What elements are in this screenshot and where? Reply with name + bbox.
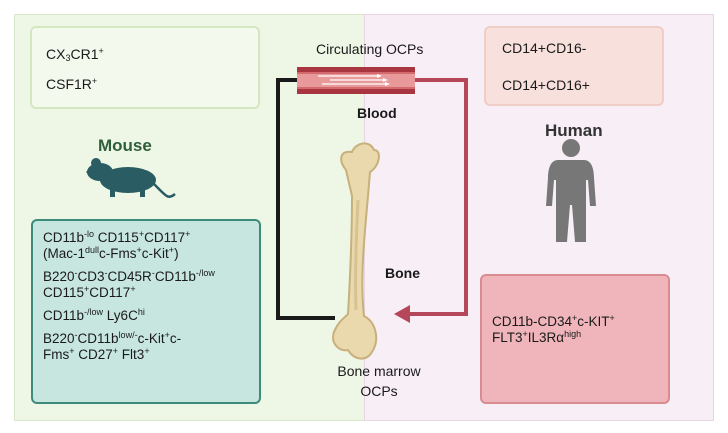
human-icon xyxy=(546,139,596,242)
mouse-marker-box: CX3CR1+ CSF1R+ xyxy=(30,26,260,109)
human-bone-marrow-marker-box: CD11b-CD34+c-KIT+ FLT3+IL3Rαhigh xyxy=(480,274,670,404)
black-arrow-line xyxy=(276,78,335,320)
human-bm-marker: CD11b-CD34+c-KIT+ FLT3+IL3Rαhigh xyxy=(492,313,615,346)
bone-label: Bone xyxy=(385,265,420,281)
mouse-bone-marrow-marker-box: CD11b-lo CD115+CD117+ (Mac-1dullc-Fms+c-… xyxy=(31,219,261,404)
blood-label: Blood xyxy=(357,105,397,121)
blood-vessel-icon xyxy=(297,67,415,94)
human-marker-1: CD14+CD16- xyxy=(502,40,587,56)
bone-icon xyxy=(332,142,380,360)
mouse-marker-cx3cr1: CX3CR1+ xyxy=(46,46,104,63)
mouse-bm-marker-3: CD11b-/low Ly6Chi xyxy=(43,307,145,324)
mouse-icon xyxy=(86,158,176,198)
human-label: Human xyxy=(545,121,603,140)
bone-marrow-ocps-label: Bone marrow OCPs xyxy=(337,363,421,399)
human-marker-box: CD14+CD16- CD14+CD16+ xyxy=(484,26,664,106)
mouse-bm-marker-2: B220-CD3-CD45R-CD11b-/low CD115+CD117+ xyxy=(43,268,215,301)
circulating-ocps-label: Circulating OCPs xyxy=(316,41,424,57)
mouse-bm-marker-1: CD11b-lo CD115+CD117+ (Mac-1dullc-Fms+c-… xyxy=(43,229,191,262)
mouse-marker-csf1r: CSF1R+ xyxy=(46,76,98,92)
red-arrow-head xyxy=(394,305,410,323)
mouse-label: Mouse xyxy=(98,136,152,155)
human-marker-2: CD14+CD16+ xyxy=(502,77,590,93)
mouse-bm-marker-4: B220-CD11blow/-c-Kit+c- Fms+ CD27+ Flt3+ xyxy=(43,330,182,363)
red-arrow-line xyxy=(408,78,468,316)
